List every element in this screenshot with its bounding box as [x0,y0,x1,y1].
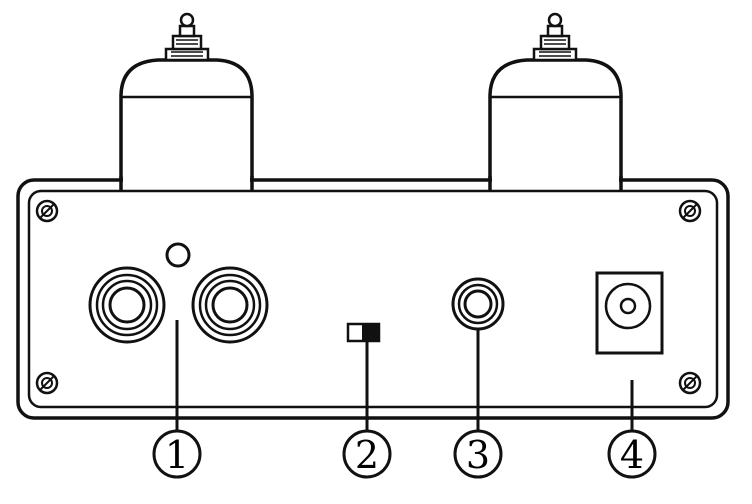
rca-jack-right [191,266,269,344]
callout-4: 4 [607,429,657,479]
indicator-led [165,242,191,268]
callout-4-label: 4 [620,433,644,477]
rca-jack-left [88,266,166,344]
callout-3-label: 3 [466,433,490,477]
screw-top-right [678,199,702,223]
chassis [16,178,730,420]
vacuum-tube-left [119,12,254,192]
callout-1: 1 [152,429,202,479]
screw-bottom-right [678,371,702,395]
screw-bottom-left [35,371,59,395]
dc-power-jack [595,271,664,355]
callout-1-label: 1 [165,433,189,477]
vacuum-tube-right [488,12,623,192]
screw-top-left [35,199,59,223]
callout-3: 3 [453,429,503,479]
slide-switch [346,322,381,343]
callout-2-label: 2 [355,433,379,477]
callout-2: 2 [342,429,392,479]
